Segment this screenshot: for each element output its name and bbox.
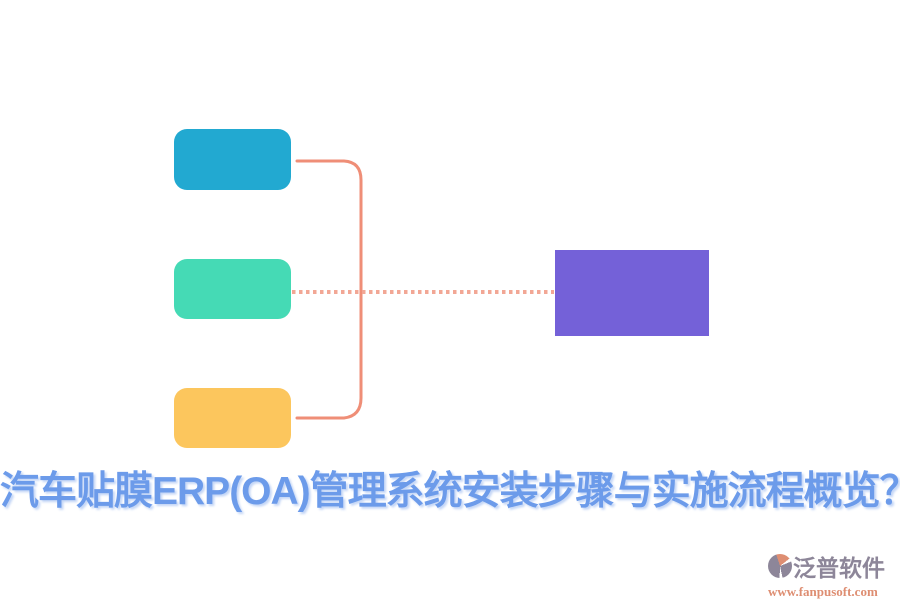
- step-node-3: [174, 388, 291, 448]
- footer-logo: 泛普软件 www.fanpusoft.com: [768, 549, 898, 600]
- step-node-1: [174, 129, 291, 190]
- brand-name: 泛普软件: [793, 555, 885, 581]
- fanpu-logo-icon: [768, 554, 792, 578]
- step-node-2: [174, 259, 291, 319]
- brand-url: www.fanpusoft.com: [768, 584, 878, 599]
- dotted-connector: [292, 290, 554, 294]
- summary-node: [555, 250, 709, 336]
- page-title: 汽车贴膜ERP(OA)管理系统安装步骤与实施流程概览？: [0, 470, 900, 513]
- brand-row: 泛普软件: [768, 549, 898, 583]
